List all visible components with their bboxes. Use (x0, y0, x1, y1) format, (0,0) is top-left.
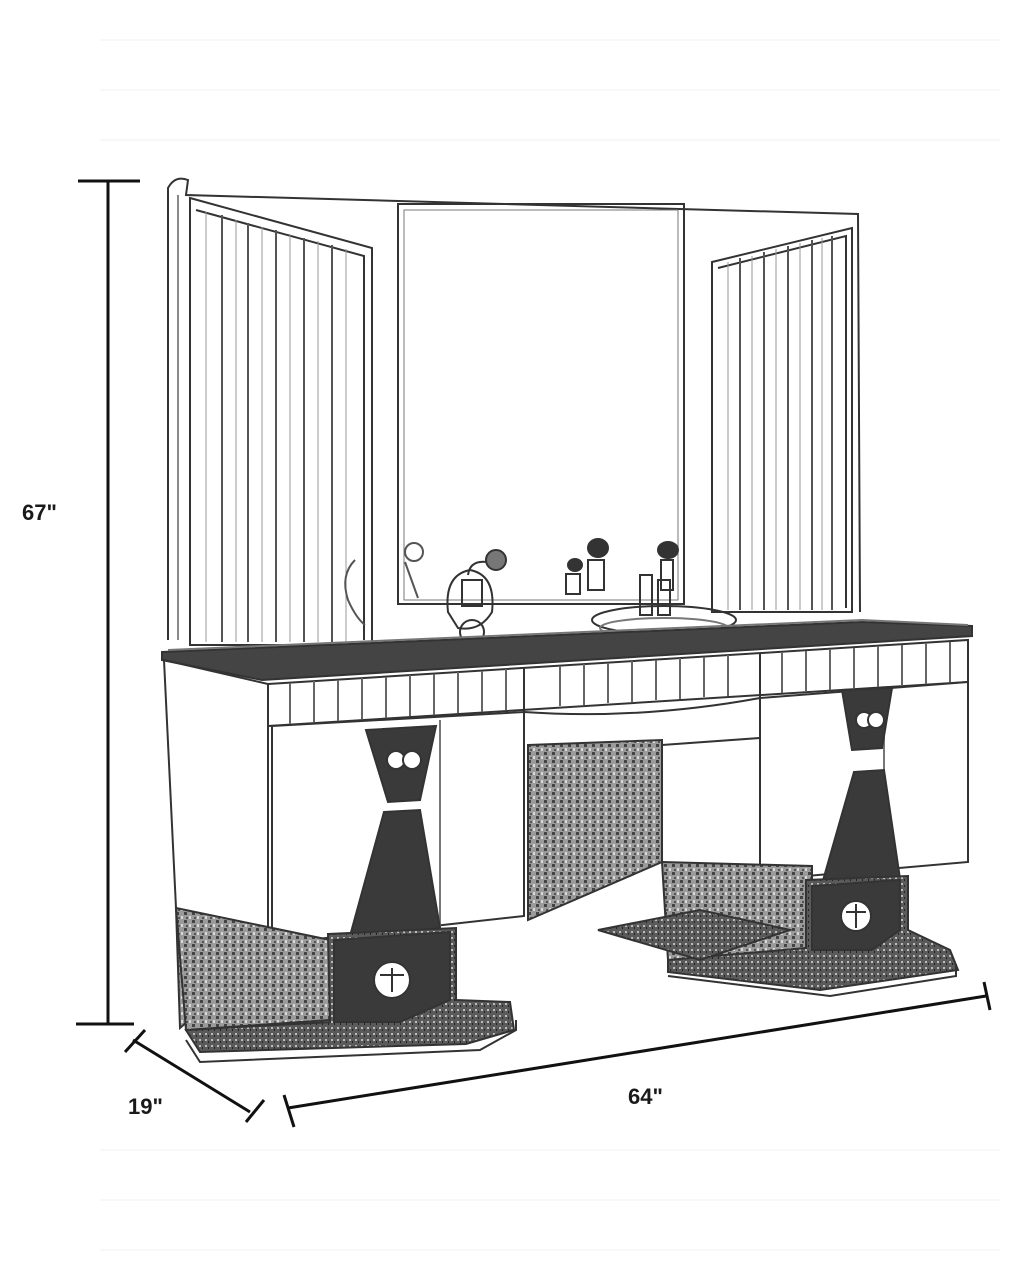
width-dimension-line (282, 981, 992, 1128)
mirror-frame (167, 177, 861, 640)
width-label: 64" (628, 1084, 663, 1109)
mirror-left-wing (189, 196, 373, 646)
makeup-brush-cup (565, 538, 679, 595)
height-dimension-line (76, 179, 140, 1026)
mirror-right-wing (711, 226, 853, 613)
depth-label: 19" (128, 1094, 163, 1119)
perfume-bottle (446, 549, 507, 645)
depth-dimension-line (123, 1028, 266, 1123)
mirror-reflection (344, 542, 424, 626)
mirror-center (397, 203, 685, 605)
left-base (174, 906, 517, 1064)
height-label: 67" (22, 500, 57, 525)
cabinet-left-side (162, 658, 269, 942)
floor-reflection (597, 908, 794, 962)
vanity-top (161, 618, 973, 682)
background-texture (100, 39, 1000, 1251)
